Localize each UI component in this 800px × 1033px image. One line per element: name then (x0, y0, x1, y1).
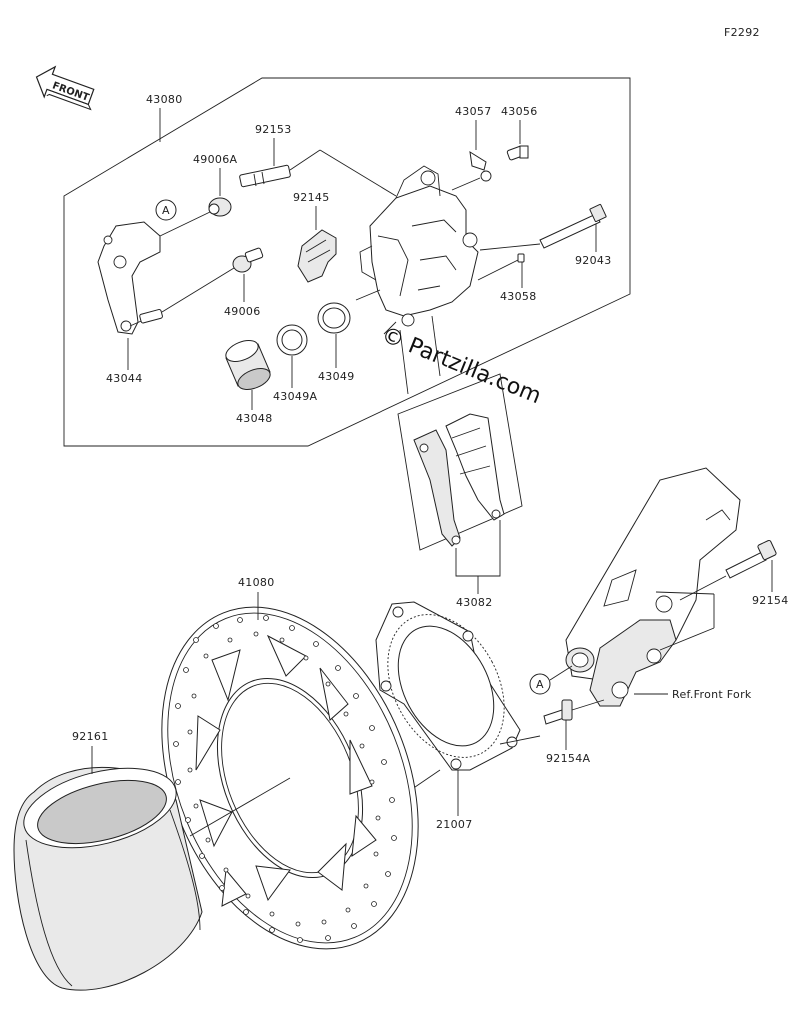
ref-circle-a-lower (529, 673, 551, 695)
label-49006: 49006 (224, 305, 261, 318)
ref-circle-a-upper (155, 199, 177, 221)
part-92154a-bolt (543, 699, 573, 725)
part-92043-pin (539, 203, 607, 249)
label-43057: 43057 (455, 105, 492, 118)
label-43080: 43080 (146, 93, 183, 106)
part-43049-seal (317, 302, 351, 334)
part-43044-bracket (97, 221, 163, 335)
label-92145: 92145 (293, 191, 330, 204)
part-43082-brake-pads (413, 413, 505, 547)
label-43049A: 43049A (273, 390, 317, 403)
part-43057-cap (469, 151, 492, 182)
label-92153: 92153 (255, 123, 292, 136)
diagram-code: F2292 (724, 26, 760, 39)
part-43049a-seal (276, 324, 308, 356)
part-92145-spring (297, 229, 337, 283)
label-43058: 43058 (500, 290, 537, 303)
part-43048-piston (225, 340, 271, 390)
part-92154-bolt (725, 539, 777, 579)
watermark-text: © Partzilla.com (378, 322, 545, 409)
label-92161: 92161 (72, 730, 109, 743)
label-92043: 92043 (575, 254, 612, 267)
part-21007-sensor-rotor (375, 601, 521, 771)
ref-circle-a-upper-label: A (162, 204, 170, 217)
label-92154: 92154 (752, 594, 789, 607)
part-49006a-boot (208, 197, 232, 217)
part-43056-bleeder (506, 145, 529, 161)
label-43049: 43049 (318, 370, 355, 383)
label-92154A: 92154A (546, 752, 590, 765)
label-49006A: 49006A (193, 153, 237, 166)
part-92153-pin (239, 164, 291, 188)
part-92161-ring (13, 766, 203, 991)
label-43082: 43082 (456, 596, 493, 609)
part-43058-plug (517, 253, 525, 263)
ref-front-fork-note: Ref.Front Fork (672, 688, 752, 701)
label-43056: 43056 (501, 105, 538, 118)
part-caliper-body (359, 165, 479, 327)
brake-pad-frame (397, 373, 523, 551)
caliper-assembly-frame (63, 77, 631, 447)
label-21007: 21007 (436, 818, 473, 831)
label-41080: 41080 (238, 576, 275, 589)
part-front-fork-leg (565, 467, 741, 707)
part-49006-bolt (232, 247, 264, 273)
label-43048: 43048 (236, 412, 273, 425)
front-arrow-icon: FRONT (35, 65, 95, 111)
ref-circle-a-lower-label: A (536, 678, 544, 691)
label-43044: 43044 (106, 372, 143, 385)
